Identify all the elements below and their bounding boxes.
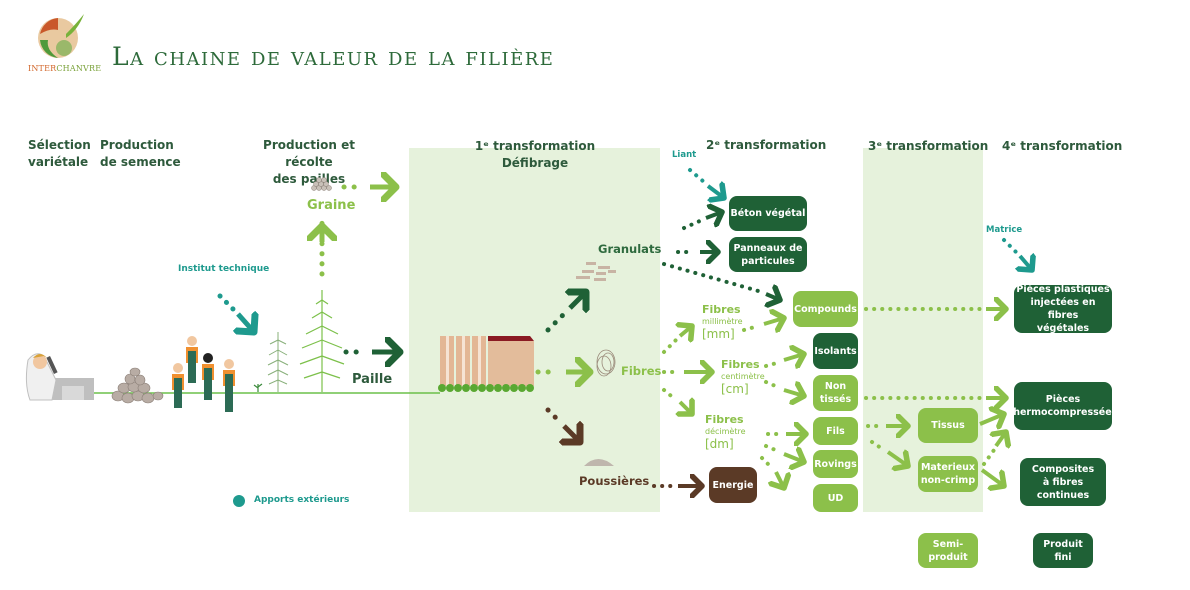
arrow-to-granulats xyxy=(545,309,569,333)
scientist-microscope-icon xyxy=(25,353,94,401)
fibres-mm-title: Fibres xyxy=(702,303,741,316)
label-fibres-millimetre: Fibres millimètre [mm] xyxy=(702,303,743,342)
logo-wordmark: INTERCHANVRE xyxy=(28,64,101,73)
legend-apports-exterieurs: Apports extérieurs xyxy=(254,495,350,505)
fibres-cm-abbr: [cm] xyxy=(721,382,749,396)
stage-second-transformation: 2ᵉ transformation xyxy=(706,138,827,152)
box-pieces-thermocompressees: Pièces thermocompressées xyxy=(1009,382,1117,430)
arrow-tissus-thermo xyxy=(979,414,1004,424)
label-fibres: Fibres xyxy=(621,364,662,378)
interchanvre-logo-icon xyxy=(38,14,84,58)
box-materieux-non-crimp: Materieux non-crimp xyxy=(918,456,978,492)
arrow-granulats-beton xyxy=(682,218,704,230)
legend-produit-fini: Produit fini xyxy=(1033,533,1093,568)
first-transformation-panel xyxy=(409,148,660,512)
box-isolants: Isolants xyxy=(813,333,858,369)
arrow-noncrimp-thermo xyxy=(982,448,996,466)
label-matrice: Matrice xyxy=(986,225,1023,235)
label-paille: Paille xyxy=(352,372,393,387)
box-energie: Energie xyxy=(709,467,757,503)
arrow-noncrimp-composites xyxy=(980,468,1004,486)
fibres-cm-title: Fibres xyxy=(721,358,760,371)
stage-semence: Production de semence xyxy=(100,138,181,169)
arrow-fibres-dm xyxy=(662,388,678,402)
arrow-fibres-mm xyxy=(662,338,678,354)
mature-hemp-plant-icon xyxy=(299,290,345,392)
box-rovings: Rovings xyxy=(813,450,858,478)
page-title: La chaine de valeur de la filière xyxy=(112,42,555,71)
fibres-dm-abbr: [dm] xyxy=(705,437,734,451)
arrow-matrice xyxy=(1002,238,1018,254)
label-liant: Liant xyxy=(672,150,697,160)
logo-text-chanvre: CHANVRE xyxy=(56,64,102,73)
defibrage-factory-icon xyxy=(438,336,534,392)
young-hemp-plant-icon xyxy=(267,332,289,392)
arrow-fils-noncrimp xyxy=(870,440,886,452)
farmers-icon xyxy=(172,336,235,412)
fibres-bundle-icon xyxy=(596,349,616,377)
fibres-dm-title: Fibres xyxy=(705,413,744,426)
arrow-institut xyxy=(217,293,237,313)
apports-exterieurs-dot-icon xyxy=(233,495,245,507)
arrow-liant xyxy=(688,168,706,184)
stage-third-transformation: 3ᵉ transformation xyxy=(868,139,989,153)
box-beton-vegetal: Béton végétal xyxy=(729,196,807,231)
label-fibres-decimetre: Fibres décimètre [dm] xyxy=(705,413,746,452)
box-fils: Fils xyxy=(813,417,858,445)
box-non-tisses: Non tissés xyxy=(813,375,858,411)
box-compounds: Compounds xyxy=(793,291,858,327)
label-poussieres: Poussières xyxy=(579,474,650,488)
logo-text-inter: INTER xyxy=(28,64,57,73)
stage-fourth-transformation: 4ᵉ transformation xyxy=(1002,139,1123,153)
box-panneaux-particules: Panneaux de particules xyxy=(729,237,807,272)
box-composites-fibres-continues: Composites à fibres continues xyxy=(1020,458,1106,506)
arrow-cm-nontisses xyxy=(764,380,782,390)
label-granulats: Granulats xyxy=(598,242,662,256)
legend-semi-produit: Semi- produit xyxy=(918,533,978,568)
third-transformation-panel xyxy=(863,148,983,512)
arrow-cm-isolants xyxy=(764,360,782,368)
fibres-mm-abbr: [mm] xyxy=(702,327,735,341)
box-ud: UD xyxy=(813,484,858,512)
fibres-dm-unit: décimètre xyxy=(705,427,746,436)
box-tissus: Tissus xyxy=(918,408,978,443)
grain-pile-icon xyxy=(311,177,332,191)
granulats-icon xyxy=(576,262,616,281)
box-pieces-plastiques: Pièces plastiques injectées en fibres vé… xyxy=(1014,284,1112,334)
label-fibres-centimetre: Fibres centimètre [cm] xyxy=(721,358,765,397)
fibres-mm-unit: millimètre xyxy=(702,317,743,326)
stage-first-transformation: 1ᵉ transformation Défibrage xyxy=(474,139,596,170)
stage-selection: Sélection variétale xyxy=(28,138,91,169)
arrow-to-poussieres xyxy=(545,407,563,425)
arrow-dm-ud xyxy=(760,456,774,470)
fibres-cm-unit: centimètre xyxy=(721,372,765,381)
dust-pile-icon xyxy=(584,459,614,466)
arrow-dm-rovings xyxy=(764,444,782,454)
sprout-icon xyxy=(253,383,263,392)
label-institut-technique: Institut technique xyxy=(178,264,270,274)
seed-pile-icon xyxy=(111,367,164,404)
arrow-mm-compounds xyxy=(742,324,760,332)
label-graine: Graine xyxy=(307,198,356,213)
stage-pailles: Production et récolte des pailles xyxy=(263,138,355,186)
